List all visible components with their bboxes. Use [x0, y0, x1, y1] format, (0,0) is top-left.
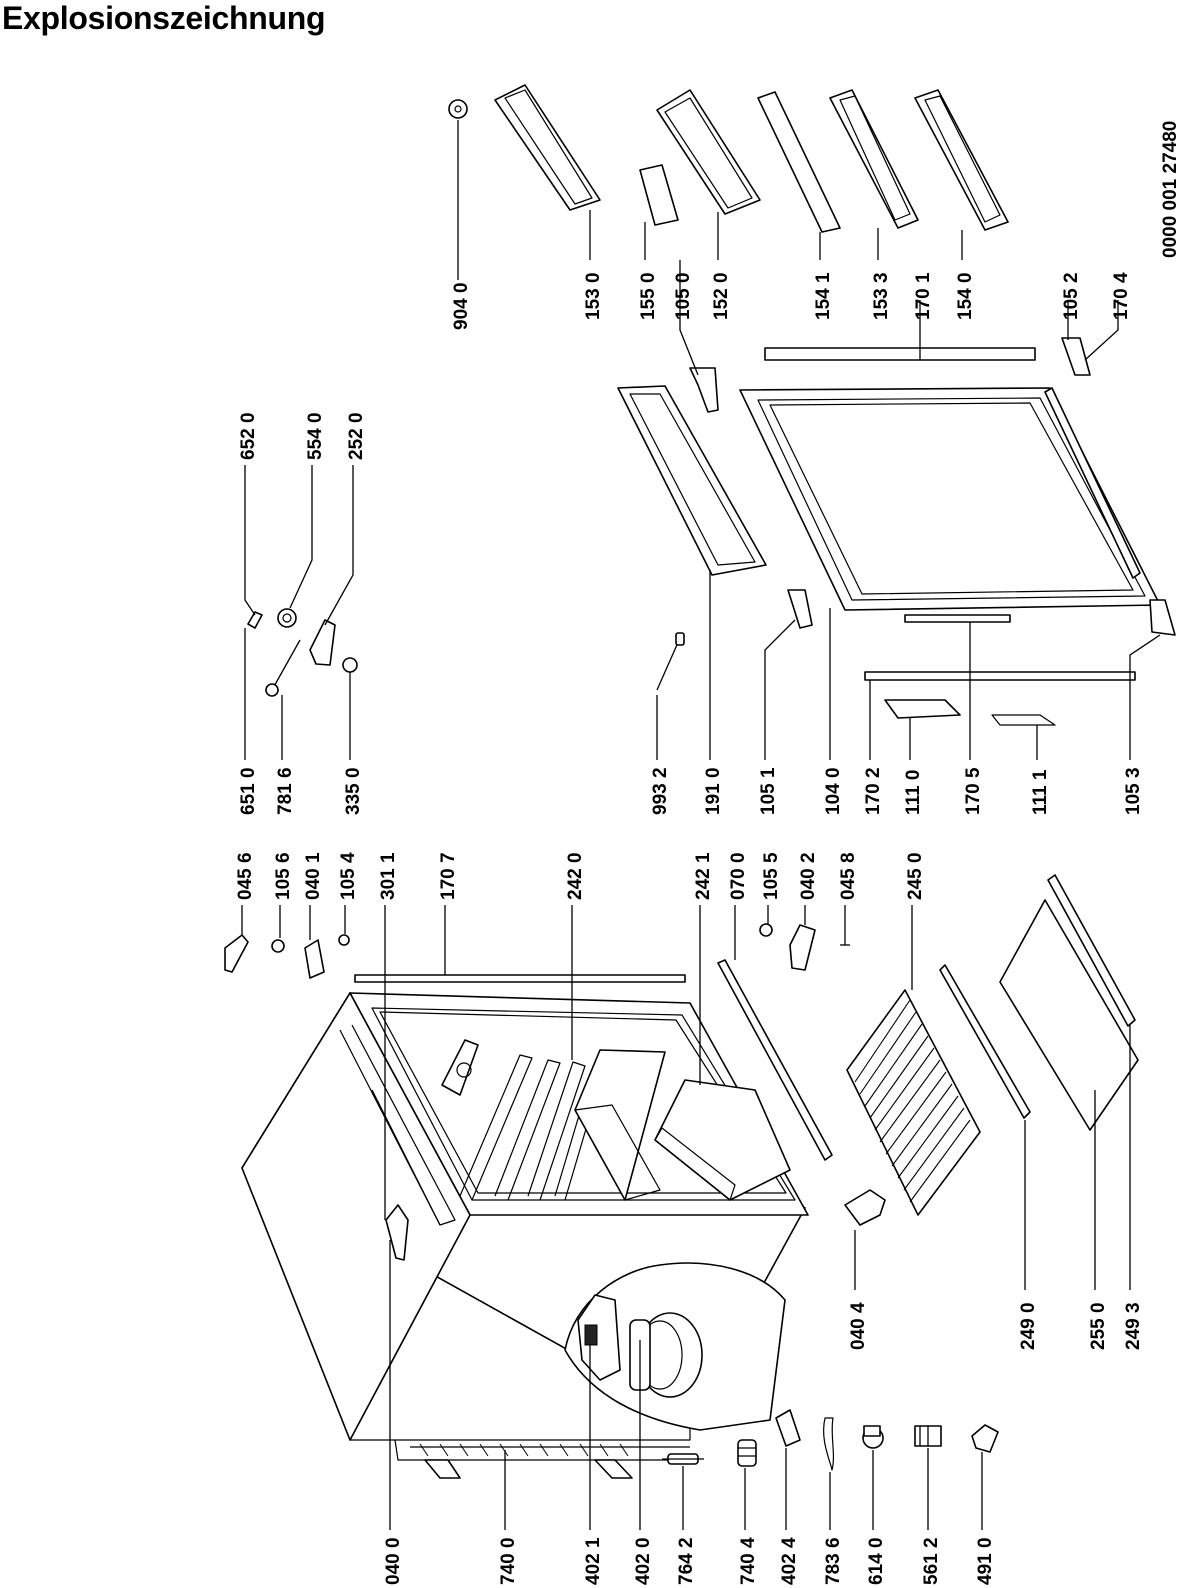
small-parts-lower: [662, 1409, 999, 1471]
part-label: 105 4: [338, 852, 359, 900]
part-label: 170 4: [1111, 272, 1132, 320]
part-label: 491 0: [975, 1537, 996, 1585]
part-label: 152 0: [711, 272, 732, 320]
document-number: 0000 001 27480: [1160, 121, 1181, 258]
part-label: 245 0: [905, 852, 926, 900]
part-label: 154 1: [813, 272, 834, 320]
part-label: 335 0: [343, 767, 364, 815]
part-label: 740 4: [738, 1537, 759, 1585]
part-label: 651 0: [238, 767, 259, 815]
hinge-bottom-icon: [844, 1189, 886, 1226]
part-label: 153 3: [871, 272, 892, 320]
part-label: 105 0: [673, 272, 694, 320]
door-shelves: [448, 84, 1009, 233]
part-label: 040 0: [383, 1537, 404, 1585]
part-label: 249 0: [1018, 1302, 1039, 1350]
part-label: 402 1: [583, 1537, 604, 1585]
compressor-icon: [629, 1312, 703, 1398]
part-label: 154 0: [955, 272, 976, 320]
part-label: 993 2: [650, 767, 671, 815]
part-label: 170 1: [913, 272, 934, 320]
part-label: 170 5: [963, 767, 984, 815]
part-label: 105 2: [1061, 272, 1082, 320]
part-label: 170 7: [438, 852, 459, 900]
door-trim-parts: [224, 923, 850, 1161]
part-label: 614 0: [866, 1537, 887, 1585]
part-label: 045 6: [235, 852, 256, 900]
thermostat-knob-icon: [277, 608, 297, 628]
foot-icon: [737, 1439, 757, 1467]
drain-pipe-icon: [662, 1453, 704, 1465]
part-label: 402 0: [633, 1537, 654, 1585]
part-label: 040 1: [303, 852, 324, 900]
part-label: 104 0: [823, 767, 844, 815]
part-label: 105 6: [273, 852, 294, 900]
part-label: 402 4: [779, 1537, 800, 1585]
cable-icon: [823, 1417, 835, 1471]
part-label: 170 2: [863, 767, 884, 815]
part-label: 111 0: [903, 770, 924, 815]
part-label: 105 3: [1123, 767, 1144, 815]
terminal-icon: [914, 1425, 942, 1447]
lamp-icon: [862, 1425, 884, 1449]
shelf-parts: [846, 874, 1139, 1216]
part-label: 155 0: [638, 272, 659, 320]
part-label: 153 0: [583, 272, 604, 320]
cabinet-body: [241, 992, 809, 1479]
page-title: Explosionszeichnung: [2, 0, 326, 36]
part-label: 191 0: [703, 767, 724, 815]
part-label: 781 6: [275, 767, 296, 815]
part-label: 040 2: [798, 852, 819, 900]
part-label: 764 2: [676, 1537, 697, 1585]
part-label: 904 0: [451, 282, 472, 330]
part-label: 105 5: [761, 852, 782, 900]
part-label: 554 0: [305, 412, 326, 460]
plug-icon: [971, 1424, 999, 1453]
part-label: 740 0: [498, 1537, 519, 1585]
part-label: 561 2: [921, 1537, 942, 1585]
part-label: 040 4: [848, 1302, 869, 1350]
relay-icon: [577, 1294, 621, 1381]
door-parts: [617, 337, 1176, 726]
thermostat-parts: [247, 608, 358, 697]
part-label: 249 3: [1123, 1302, 1144, 1350]
part-label: 105 1: [758, 767, 779, 815]
part-label: 242 0: [565, 852, 586, 900]
part-label: 242 1: [693, 852, 714, 900]
part-labels: 040 0 740 0 402 1 402 0 764 2 740 4 402 …: [235, 121, 1181, 1585]
part-label: 783 6: [823, 1537, 844, 1585]
part-label: 111 1: [1030, 769, 1051, 815]
part-label: 301 1: [378, 852, 399, 900]
part-label: 045 8: [838, 852, 859, 900]
leader-lines: [241, 120, 1161, 1530]
clip-icon: [775, 1409, 801, 1447]
part-label: 652 0: [238, 412, 259, 460]
part-label: 255 0: [1088, 1302, 1109, 1350]
part-label: 252 0: [346, 412, 367, 460]
part-label: 070 0: [728, 852, 749, 900]
